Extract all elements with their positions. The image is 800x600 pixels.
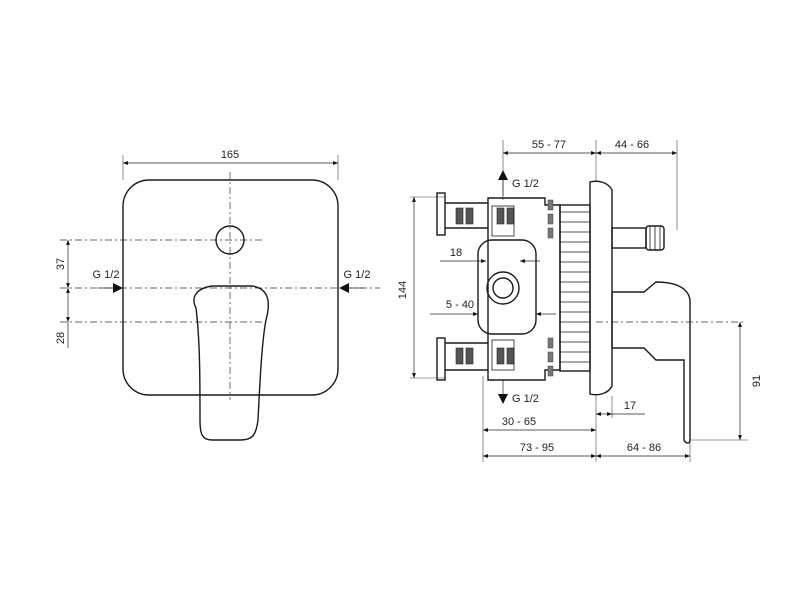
side-view: 55 - 77 44 - 66 G 1/2 144 — [397, 139, 763, 462]
dim-17-label: 17 — [624, 400, 636, 412]
pipe-end-upper — [436, 192, 446, 236]
outlet-bottom-label: G 1/2 — [512, 393, 539, 405]
outlet-arrowhead-top — [498, 170, 508, 180]
lever-handle — [193, 285, 270, 441]
lever-handle-side — [611, 281, 691, 444]
dim-lower-offset-label: 28 — [55, 332, 67, 344]
dim-64-86-label: 64 - 86 — [627, 442, 661, 454]
thread-segment — [455, 207, 464, 225]
inlet-block-lower — [491, 339, 515, 371]
thread-segment — [465, 347, 474, 365]
hatch-block — [547, 337, 554, 349]
cover-plate — [122, 179, 339, 396]
inlet-right-label: G 1/2 — [344, 269, 371, 281]
hatch-block — [547, 351, 554, 363]
dim-height-label: 144 — [397, 281, 409, 299]
hatch-block — [547, 213, 554, 225]
inlet-arrowhead-right — [339, 283, 349, 293]
inlet-block-upper — [491, 205, 515, 237]
inlet-left-label: G 1/2 — [93, 269, 120, 281]
hatch-block — [547, 199, 554, 211]
mounting-sleeve — [559, 204, 591, 372]
thread-segment — [506, 207, 515, 225]
dim-91-label: 91 — [751, 375, 763, 387]
thread-segment — [496, 207, 505, 225]
dim-5-40-label: 5 - 40 — [446, 299, 474, 311]
dim-top-right-label: 44 - 66 — [615, 139, 649, 151]
cartridge-outer — [486, 271, 520, 305]
dim-30-65-label: 30 - 65 — [502, 416, 536, 428]
thread-segment — [496, 347, 505, 365]
outlet-arrowhead-bottom — [498, 394, 508, 404]
thread-segment — [465, 207, 474, 225]
front-view: 165 37 28 G 1/2 G 1/2 — [55, 149, 380, 441]
diverter-knob — [215, 225, 245, 255]
dim-top-left-label: 55 - 77 — [532, 139, 566, 151]
diverter-knob-side — [611, 227, 647, 249]
thread-segment — [506, 347, 515, 365]
outlet-top-label: G 1/2 — [512, 178, 539, 190]
dim-width-label: 165 — [221, 149, 239, 161]
cartridge-housing — [477, 239, 537, 335]
cartridge-inner — [492, 277, 514, 299]
dim-upper-offset-label: 37 — [55, 258, 67, 270]
dim-73-95-label: 73 - 95 — [520, 442, 554, 454]
pipe-end-lower — [436, 337, 446, 381]
dim-18-label: 18 — [450, 247, 462, 259]
inlet-arrowhead-left — [113, 283, 123, 293]
cover-plate-side — [589, 180, 613, 396]
hatch-block — [547, 365, 554, 377]
thread-segment — [455, 347, 464, 365]
hatch-block — [547, 227, 554, 239]
